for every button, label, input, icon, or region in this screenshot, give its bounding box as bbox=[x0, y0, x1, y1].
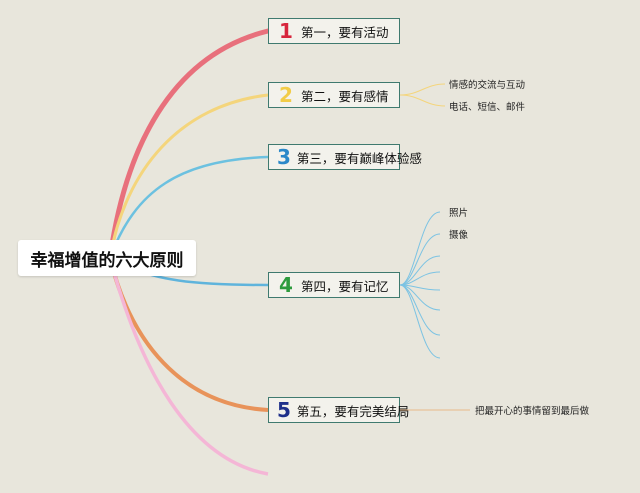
branch-node-2[interactable]: 2 第二，要有感情 bbox=[268, 82, 400, 108]
branch-5-child-1[interactable]: 把最开心的事情留到最后做 bbox=[475, 406, 590, 417]
branch-4-child-1[interactable]: 照片 bbox=[449, 208, 469, 219]
branch-label-2: 第二，要有感情 bbox=[301, 88, 389, 104]
branch-2-child-1[interactable]: 情感的交流与互动 bbox=[449, 80, 526, 91]
branch-node-5[interactable]: 5 第五，要有完美结局 bbox=[268, 397, 409, 423]
branch-node-4[interactable]: 4 第四，要有记忆 bbox=[268, 272, 400, 298]
branch-2-child-connector-1 bbox=[399, 83, 446, 96]
branch-number-2: 2 bbox=[279, 83, 293, 107]
branch-node-1[interactable]: 1 第一，要有活动 bbox=[268, 18, 400, 44]
branch-label-1: 第一，要有活动 bbox=[301, 24, 389, 40]
branch-number-3: 3 bbox=[277, 145, 291, 169]
branch-2-child-2[interactable]: 电话、短信、邮件 bbox=[449, 102, 526, 113]
branch-number-1: 1 bbox=[279, 19, 293, 43]
root-topic[interactable]: 幸福增值的六大原则 bbox=[18, 240, 196, 276]
branch-number-4: 4 bbox=[279, 273, 293, 297]
branch-6-connector bbox=[108, 257, 269, 476]
branch-node-3[interactable]: 3 第三，要有巅峰体验感 bbox=[268, 144, 422, 170]
branch-1-connector bbox=[107, 28, 271, 261]
branch-4-fan bbox=[399, 211, 441, 359]
branch-label-3: 第三，要有巅峰体验感 bbox=[296, 150, 422, 166]
branch-2-child-connector-2 bbox=[399, 94, 446, 107]
branch-3-connector bbox=[108, 155, 269, 259]
branch-label-4: 第四，要有记忆 bbox=[301, 278, 389, 294]
branch-4-child-2[interactable]: 摄像 bbox=[449, 230, 469, 241]
root-title: 幸福增值的六大原则 bbox=[30, 250, 184, 271]
branch-label-5: 第五，要有完美结局 bbox=[296, 403, 410, 419]
branch-2-connector bbox=[108, 93, 269, 259]
branch-number-5: 5 bbox=[277, 398, 291, 422]
